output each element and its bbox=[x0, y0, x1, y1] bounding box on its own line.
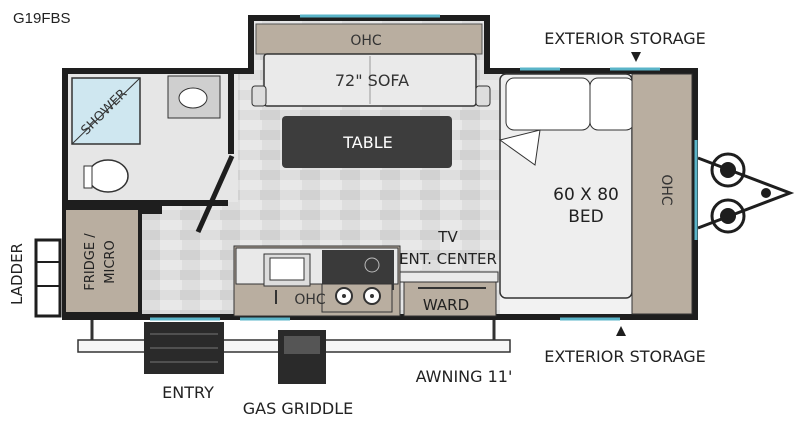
gas-griddle-label: GAS GRIDDLE bbox=[243, 399, 353, 418]
awning-label: AWNING 11' bbox=[416, 367, 513, 386]
tv-center bbox=[399, 271, 499, 283]
kitchen-ohc-label: OHC bbox=[294, 292, 326, 308]
pillow-left bbox=[505, 77, 591, 131]
fridge-label-1: FRIDGE / bbox=[83, 233, 98, 291]
pillow-right bbox=[589, 77, 635, 131]
ladder bbox=[34, 238, 62, 318]
arrow-down-icon bbox=[631, 52, 641, 62]
ladder-label: LADDER bbox=[8, 243, 26, 305]
toilet bbox=[87, 159, 129, 193]
sofa-label: 72" SOFA bbox=[335, 71, 409, 90]
stove bbox=[322, 250, 394, 290]
ohc-top bbox=[255, 23, 483, 55]
ent-center-label: ENT. CENTER bbox=[399, 250, 497, 268]
tv-label: TV bbox=[437, 228, 458, 246]
fridge-label-2: MICRO bbox=[103, 240, 118, 283]
model-name: G19FBS bbox=[13, 10, 71, 27]
arrow-up-icon bbox=[616, 326, 626, 336]
entry-label: ENTRY bbox=[162, 383, 214, 402]
ward-label: WARD bbox=[423, 296, 469, 314]
hitch bbox=[697, 152, 795, 234]
ohc-top-label: OHC bbox=[350, 33, 382, 49]
storage-bottom-label: EXTERIOR STORAGE bbox=[544, 347, 705, 366]
table-label: TABLE bbox=[342, 133, 392, 152]
entry-steps bbox=[144, 322, 224, 374]
bed-size-label: 60 X 80 bbox=[553, 185, 619, 205]
bathroom-door bbox=[195, 154, 235, 234]
bed-label: BED bbox=[568, 207, 604, 227]
ohc-bedroom bbox=[631, 73, 693, 315]
ohc-side-label: OHC bbox=[658, 174, 674, 206]
fridge-micro bbox=[62, 206, 142, 316]
table bbox=[282, 116, 452, 168]
storage-top-label: EXTERIOR STORAGE bbox=[544, 29, 705, 48]
